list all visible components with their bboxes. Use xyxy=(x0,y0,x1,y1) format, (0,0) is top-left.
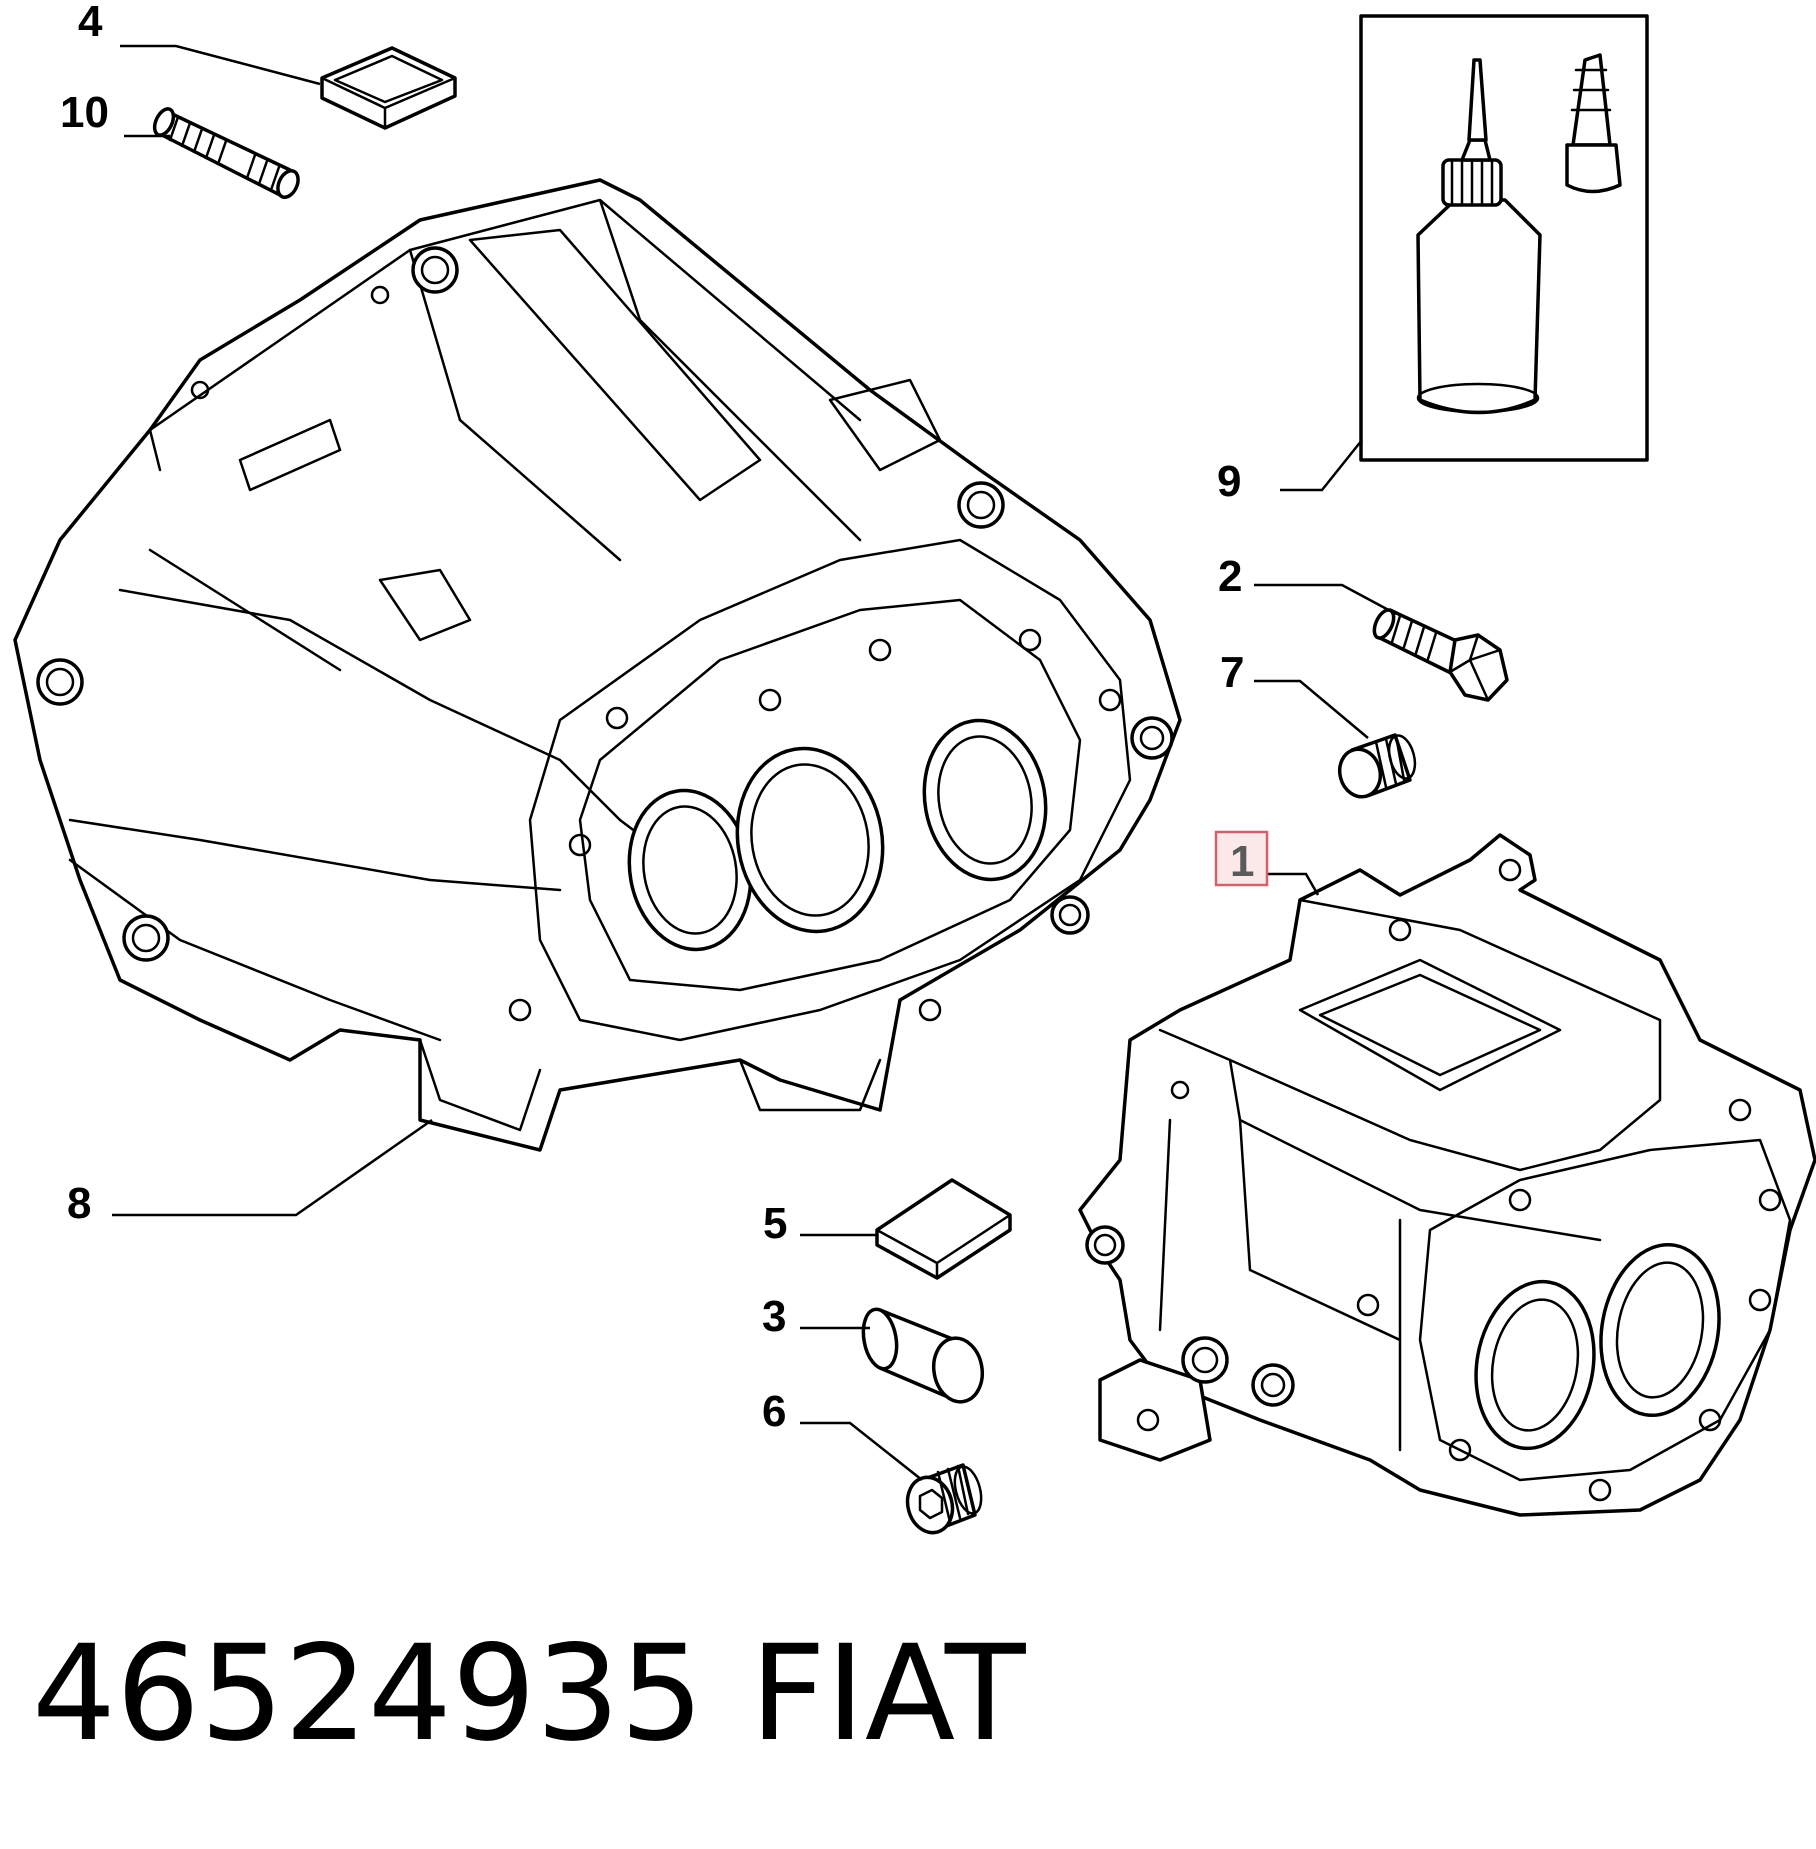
part-number: 46524935 xyxy=(32,1617,704,1771)
callout-2[interactable]: 2 xyxy=(1218,552,1242,601)
brand-name: FIAT xyxy=(750,1617,1026,1771)
part-8-clutch-housing xyxy=(13,178,1182,1152)
callout-7[interactable]: 7 xyxy=(1220,648,1244,697)
callout-8[interactable]: 8 xyxy=(67,1179,91,1228)
callout-4[interactable]: 4 xyxy=(78,0,103,46)
callout-10[interactable]: 10 xyxy=(60,88,109,137)
leader-lines xyxy=(112,44,1397,1481)
part-7-plug xyxy=(1337,733,1417,799)
callout-3[interactable]: 3 xyxy=(762,1292,786,1341)
callout-1[interactable]: 1 xyxy=(1230,837,1254,886)
part-1-transmission-case xyxy=(1078,833,1816,1517)
callout-9[interactable]: 9 xyxy=(1217,457,1241,506)
callout-1-highlight-box xyxy=(1214,830,1269,887)
part-4-plug xyxy=(320,46,457,130)
part-9-sealant-kit xyxy=(1359,14,1649,462)
part-2-bolt xyxy=(1372,608,1509,702)
callout-5[interactable]: 5 xyxy=(763,1199,787,1248)
callout-6[interactable]: 6 xyxy=(762,1387,786,1436)
part-6-plug xyxy=(905,1463,983,1535)
callout-labels: 4 10 9 2 7 1 8 5 3 6 xyxy=(60,0,1269,1436)
part-3-dowel xyxy=(861,1307,985,1404)
part-10-stud xyxy=(152,107,300,199)
part-5-pad xyxy=(875,1178,1012,1280)
